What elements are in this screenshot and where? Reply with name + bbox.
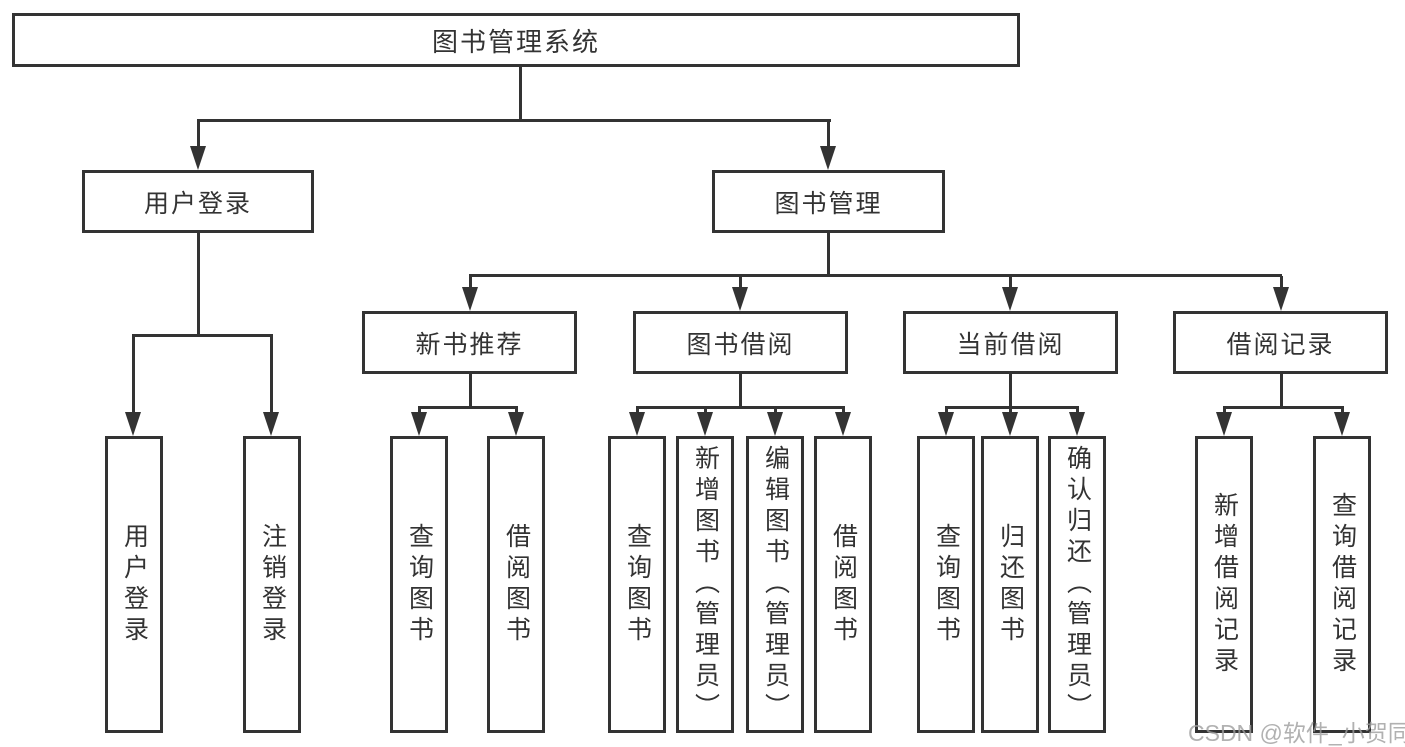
leaf-add-book-admin: 新增图书（管理员） <box>676 436 734 733</box>
leaf-query-borrow-record: 查询借阅记录 <box>1313 436 1371 733</box>
arrowhead-icon <box>1334 412 1350 436</box>
connector-line <box>132 334 273 337</box>
connector-line <box>197 233 200 336</box>
connector-line <box>469 276 472 288</box>
node-user-login-label: 用户登录 <box>143 189 252 218</box>
node-root-label: 图书管理系统 <box>431 26 600 57</box>
connector-line <box>1076 408 1079 414</box>
node-new-book-recommend: 新书推荐 <box>362 311 577 374</box>
node-user-login: 用户登录 <box>82 170 314 233</box>
connector-line <box>1009 276 1012 288</box>
leaf-query-books-2: 查询图书 <box>608 436 666 733</box>
arrowhead-icon <box>1273 287 1289 311</box>
connector-line <box>739 276 742 288</box>
node-current-borrow-label: 当前借阅 <box>956 330 1065 359</box>
leaf-user-login: 用户登录 <box>105 436 163 733</box>
arrowhead-icon <box>767 412 783 436</box>
connector-line <box>197 119 831 122</box>
connector-line <box>469 374 472 408</box>
leaf-query-books-3: 查询图书 <box>917 436 975 733</box>
leaf-query-borrow-record-label: 查询借阅记录 <box>1328 491 1357 678</box>
leaf-borrow-books-2: 借阅图书 <box>814 436 872 733</box>
leaf-confirm-return-admin: 确认归还（管理员） <box>1048 436 1106 733</box>
node-book-management: 图书管理 <box>712 170 945 233</box>
leaf-edit-book-admin: 编辑图书（管理员） <box>746 436 804 733</box>
arrowhead-icon <box>629 412 645 436</box>
arrowhead-icon <box>1069 412 1085 436</box>
leaf-return-book-label: 归还图书 <box>996 522 1025 647</box>
arrowhead-icon <box>263 412 279 436</box>
connector-line <box>197 121 200 148</box>
connector-line <box>704 408 707 414</box>
connector-line <box>827 232 830 276</box>
node-current-borrow: 当前借阅 <box>903 311 1118 374</box>
leaf-add-borrow-record: 新增借阅记录 <box>1195 436 1253 733</box>
node-borrow-records-label: 借阅记录 <box>1226 330 1335 359</box>
connector-line <box>945 406 1079 409</box>
connector-line <box>945 408 948 414</box>
leaf-query-books-1: 查询图书 <box>390 436 448 733</box>
connector-line <box>1223 406 1344 409</box>
arrowhead-icon <box>1216 412 1232 436</box>
arrowhead-icon <box>462 287 478 311</box>
leaf-borrow-books-2-label: 借阅图书 <box>829 522 858 647</box>
arrowhead-icon <box>938 412 954 436</box>
arrowhead-icon <box>1002 287 1018 311</box>
connector-line <box>1280 276 1283 288</box>
node-borrow-records: 借阅记录 <box>1173 311 1388 374</box>
connector-line <box>1341 408 1344 414</box>
connector-line <box>1280 374 1283 408</box>
leaf-return-book: 归还图书 <box>981 436 1039 733</box>
connector-line <box>636 408 639 414</box>
arrowhead-icon <box>697 412 713 436</box>
connector-line <box>469 274 1282 277</box>
leaf-query-books-3-label: 查询图书 <box>932 522 961 647</box>
connector-line <box>1223 408 1226 414</box>
leaf-borrow-books-1: 借阅图书 <box>487 436 545 733</box>
leaf-add-borrow-record-label: 新增借阅记录 <box>1210 491 1239 678</box>
connector-line <box>636 406 845 409</box>
node-new-book-recommend-label: 新书推荐 <box>415 330 524 359</box>
connector-line <box>827 121 830 148</box>
connector-line <box>1009 374 1012 408</box>
leaf-confirm-return-admin-label: 确认归还（管理员） <box>1063 445 1092 724</box>
connector-line <box>515 408 518 414</box>
arrowhead-icon <box>411 412 427 436</box>
arrowhead-icon <box>1002 412 1018 436</box>
arrowhead-icon <box>125 412 141 436</box>
connector-line <box>842 408 845 414</box>
leaf-user-login-label: 用户登录 <box>120 522 149 647</box>
connector-line <box>739 374 742 408</box>
connector-line <box>270 336 273 412</box>
leaf-borrow-books-1-label: 借阅图书 <box>502 522 531 647</box>
node-root: 图书管理系统 <box>12 13 1020 67</box>
node-book-borrow-label: 图书借阅 <box>686 330 795 359</box>
leaf-query-books-2-label: 查询图书 <box>623 522 652 647</box>
arrowhead-icon <box>835 412 851 436</box>
leaf-add-book-admin-label: 新增图书（管理员） <box>691 445 720 724</box>
connector-line <box>519 66 522 121</box>
connector-line <box>1009 408 1012 414</box>
csdn-watermark: CSDN @软件_小贺同学 <box>1188 720 1405 746</box>
arrowhead-icon <box>820 146 836 170</box>
leaf-edit-book-admin-label: 编辑图书（管理员） <box>761 445 790 724</box>
arrowhead-icon <box>508 412 524 436</box>
connector-line <box>418 408 421 414</box>
connector-line <box>418 406 518 409</box>
connector-line <box>132 336 135 412</box>
arrowhead-icon <box>732 287 748 311</box>
connector-line <box>774 408 777 414</box>
node-book-management-label: 图书管理 <box>774 189 883 218</box>
leaf-logout: 注销登录 <box>243 436 301 733</box>
node-book-borrow: 图书借阅 <box>633 311 848 374</box>
leaf-query-books-1-label: 查询图书 <box>405 522 434 647</box>
arrowhead-icon <box>190 146 206 170</box>
leaf-logout-label: 注销登录 <box>258 522 287 647</box>
